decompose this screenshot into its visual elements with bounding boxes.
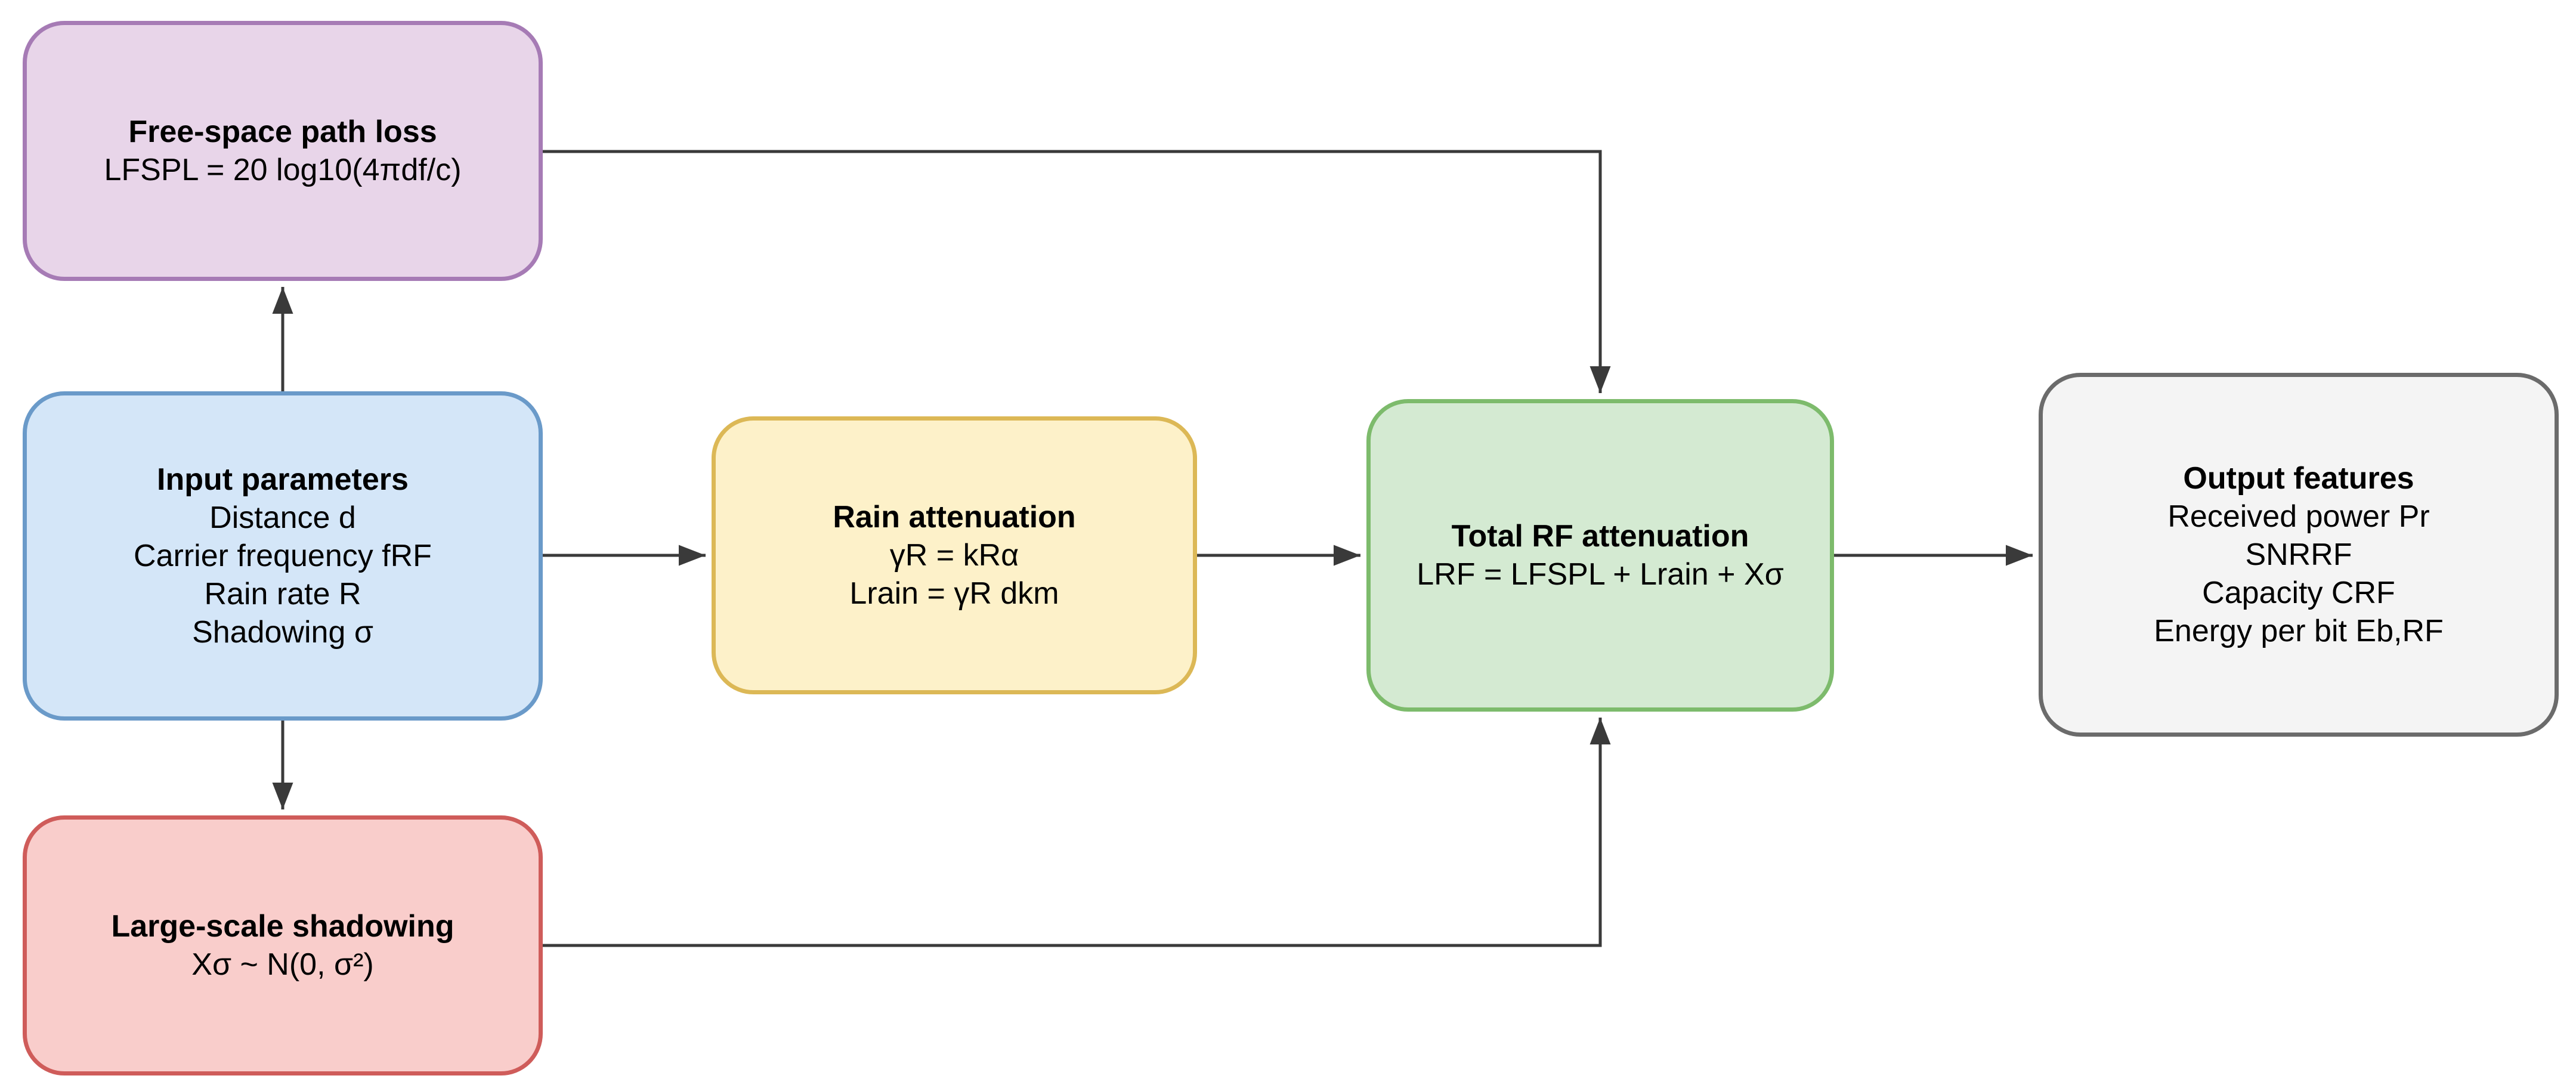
node-total-rf-attenuation: Total RF attenuation LRF = LFSPL + Lrain… <box>1366 399 1834 712</box>
node-line: Distance d <box>209 500 356 535</box>
node-line: LFSPL = 20 log10(4πdf/c) <box>104 153 462 187</box>
edge-shadowing-to-total <box>543 718 1611 947</box>
node-title: Output features <box>2183 461 2414 496</box>
node-title: Input parameters <box>157 462 409 497</box>
node-large-scale-shadowing: Large-scale shadowing Xσ ~ N(0, σ²) <box>23 815 543 1075</box>
node-line: SNRRF <box>2245 537 2352 572</box>
node-line: Xσ ~ N(0, σ²) <box>191 947 374 982</box>
node-line: γR = kRα <box>889 538 1019 573</box>
node-line: Lrain = γR dkm <box>849 576 1059 611</box>
edge-fspl-to-total <box>543 150 1611 393</box>
node-title: Free-space path loss <box>128 115 437 149</box>
node-line: Energy per bit Eb,RF <box>2154 614 2444 648</box>
node-free-space-path-loss: Free-space path loss LFSPL = 20 log10(4π… <box>23 21 543 281</box>
node-title: Rain attenuation <box>833 500 1076 534</box>
node-input-parameters: Input parameters Distance d Carrier freq… <box>23 391 543 721</box>
node-line: Carrier frequency fRF <box>134 539 432 573</box>
node-line: Shadowing σ <box>192 615 373 650</box>
node-line: LRF = LFSPL + Lrain + Xσ <box>1417 557 1784 592</box>
node-title: Total RF attenuation <box>1451 519 1749 554</box>
node-line: Rain rate R <box>204 577 361 611</box>
node-rain-attenuation: Rain attenuation γR = kRα Lrain = γR dkm <box>712 416 1197 694</box>
node-title: Large-scale shadowing <box>111 909 454 944</box>
node-line: Capacity CRF <box>2202 576 2395 610</box>
node-line: Received power Pr <box>2167 499 2430 534</box>
node-output-features: Output features Received power Pr SNRRF … <box>2039 373 2559 737</box>
